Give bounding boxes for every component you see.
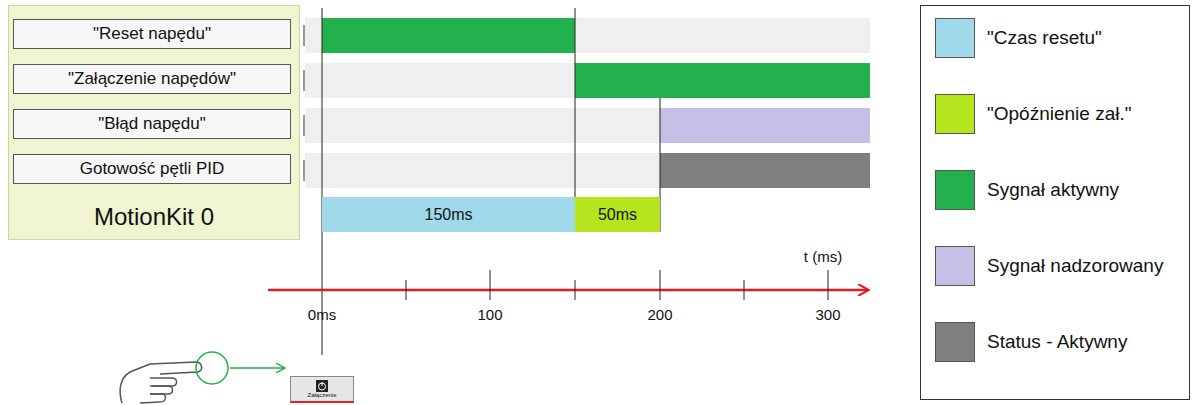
axis-unit: t (ms): [804, 248, 842, 265]
legend-swatch: [935, 18, 975, 58]
duration-label: 50ms: [598, 206, 637, 224]
signal-bar: [575, 63, 870, 98]
supervised-bar: [660, 108, 870, 143]
legend-entry: Sygnał nadzorowany: [935, 246, 1163, 286]
legend-entry: Sygnał aktywny: [935, 170, 1119, 210]
signal-box: "Reset napędu": [13, 19, 291, 49]
signal-name: "Załączenie napędów": [68, 69, 236, 89]
panel-title: MotionKit 0: [94, 203, 214, 231]
signal-name: Gotowość pętli PID: [80, 159, 225, 179]
press-arrow: [230, 367, 284, 369]
legend-entry: "Opóźnienie zał.": [935, 94, 1131, 134]
legend-swatch: [935, 322, 975, 362]
legend-text: Status - Aktywny: [987, 331, 1127, 353]
legend-swatch: [935, 246, 975, 286]
signal-box: "Załączenie napędów": [13, 64, 291, 94]
legend-text: Sygnał nadzorowany: [987, 255, 1163, 277]
signal-bar: [322, 18, 575, 53]
axis-label: 200: [647, 306, 672, 323]
axis-label: 0ms: [308, 306, 336, 323]
reset-time-bar: 150ms: [322, 197, 575, 232]
controller-panel: MotionKit 0 "Reset napędu" "Załączenie nap…: [8, 5, 300, 240]
row-marker: [304, 25, 305, 181]
legend-text: "Opóźnienie zał.": [987, 103, 1131, 125]
time-axis: [268, 289, 868, 292]
delay-bar: 50ms: [575, 197, 660, 232]
legend-entry: Status - Aktywny: [935, 322, 1127, 362]
status-bar: [660, 153, 870, 188]
legend-swatch: [935, 94, 975, 134]
hand-icon: [120, 352, 228, 403]
legend-text: "Czas resetu": [987, 27, 1102, 49]
legend-text: Sygnał aktywny: [987, 179, 1119, 201]
start-button: Załączenie: [290, 376, 354, 403]
duration-label: 150ms: [424, 206, 472, 224]
power-icon: [316, 380, 328, 392]
signal-name: "Reset napędu": [93, 24, 211, 44]
signal-box: Gotowość pętli PID: [13, 154, 291, 184]
legend-entry: "Czas resetu": [935, 18, 1102, 58]
axis-label: 300: [815, 306, 840, 323]
axis-tick: [406, 270, 828, 300]
signal-box: "Błąd napędu": [13, 109, 291, 139]
signal-name: "Błąd napędu": [98, 114, 206, 134]
row-ground: [305, 18, 870, 188]
event-line: [322, 8, 660, 355]
button-label: Załączenie: [307, 392, 336, 398]
legend-swatch: [935, 170, 975, 210]
axis-label: 100: [477, 306, 502, 323]
